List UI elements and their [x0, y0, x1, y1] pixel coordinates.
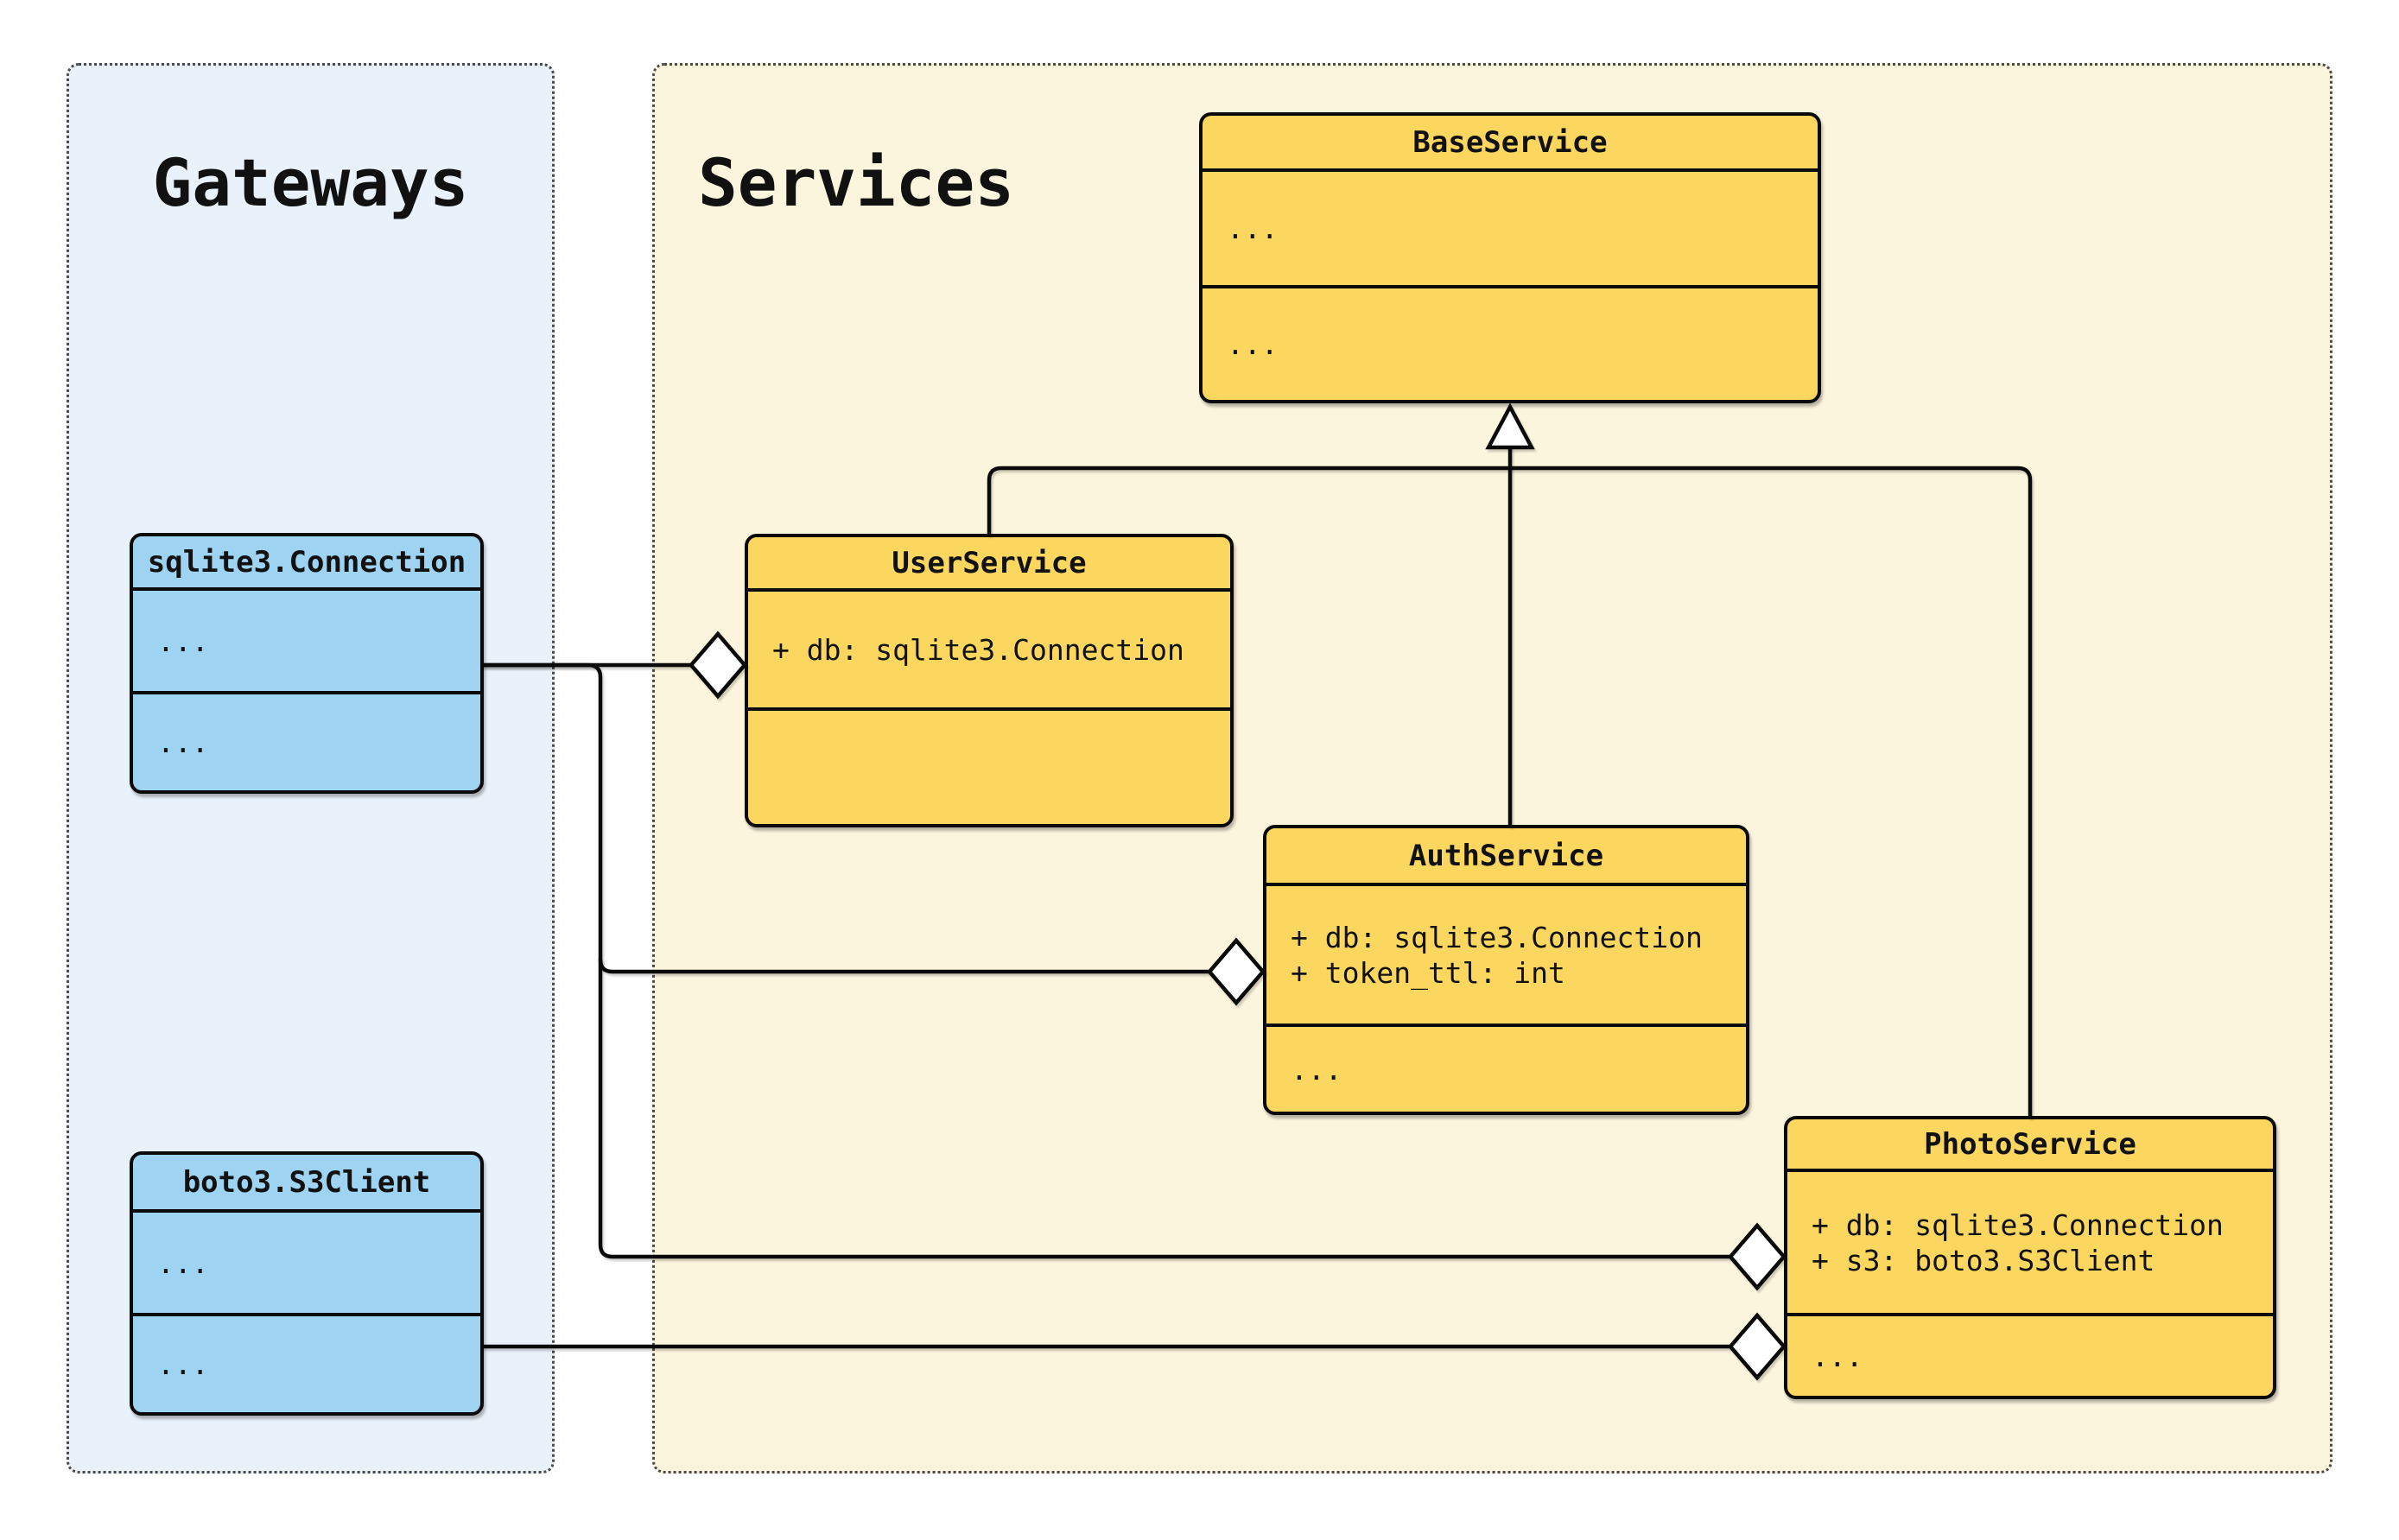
panel-gateways-title: Gateways — [152, 144, 469, 221]
class-photoservice: PhotoService + db: sqlite3.Connection + … — [1784, 1116, 2276, 1399]
class-userservice: UserService + db: sqlite3.Connection — [745, 534, 1234, 827]
class-authservice: AuthService + db: sqlite3.Connection + t… — [1263, 825, 1749, 1115]
attribute-line: + db: sqlite3.Connection — [1291, 920, 1703, 954]
class-photoservice-title: PhotoService — [1924, 1126, 2136, 1162]
attribute-line: + token_ttl: int — [1291, 955, 1565, 990]
attribute-line: ... — [157, 1245, 209, 1280]
method-line: ... — [157, 726, 209, 759]
class-baseservice-title: BaseService — [1412, 124, 1608, 160]
attribute-line: ... — [1227, 212, 1279, 245]
class-userservice-attributes: + db: sqlite3.Connection — [748, 588, 1230, 707]
method-line: ... — [1291, 1052, 1342, 1087]
class-boto3-s3client-title: boto3.S3Client — [182, 1164, 431, 1200]
class-authservice-methods: ... — [1266, 1023, 1746, 1112]
class-sqlite3-connection: sqlite3.Connection ... ... — [130, 533, 484, 794]
class-userservice-title: UserService — [892, 545, 1087, 580]
attribute-line: ... — [157, 624, 209, 658]
class-authservice-attributes: + db: sqlite3.Connection + token_ttl: in… — [1266, 883, 1746, 1023]
attribute-line: + db: sqlite3.Connection — [772, 632, 1184, 667]
class-boto3-s3client-attributes: ... — [133, 1209, 480, 1313]
method-line: ... — [1812, 1339, 1863, 1373]
class-sqlite3-connection-methods: ... — [133, 691, 480, 790]
method-line: ... — [157, 1347, 209, 1381]
class-sqlite3-connection-attributes: ... — [133, 587, 480, 691]
class-authservice-title: AuthService — [1408, 838, 1604, 873]
method-line: ... — [1227, 327, 1279, 361]
class-baseservice-attributes: ... — [1203, 168, 1818, 285]
class-boto3-s3client: boto3.S3Client ... ... — [130, 1151, 484, 1416]
class-userservice-methods — [748, 707, 1230, 824]
panel-services-title: Services — [698, 144, 1015, 221]
class-baseservice-methods: ... — [1203, 285, 1818, 400]
class-photoservice-methods: ... — [1787, 1313, 2273, 1396]
class-baseservice: BaseService ... ... — [1199, 112, 1821, 403]
class-photoservice-attributes: + db: sqlite3.Connection + s3: boto3.S3C… — [1787, 1169, 2273, 1313]
class-boto3-s3client-methods: ... — [133, 1313, 480, 1412]
class-sqlite3-connection-title: sqlite3.Connection — [147, 544, 466, 580]
attribute-line: + db: sqlite3.Connection — [1812, 1207, 2224, 1242]
attribute-line: + s3: boto3.S3Client — [1812, 1243, 2155, 1277]
